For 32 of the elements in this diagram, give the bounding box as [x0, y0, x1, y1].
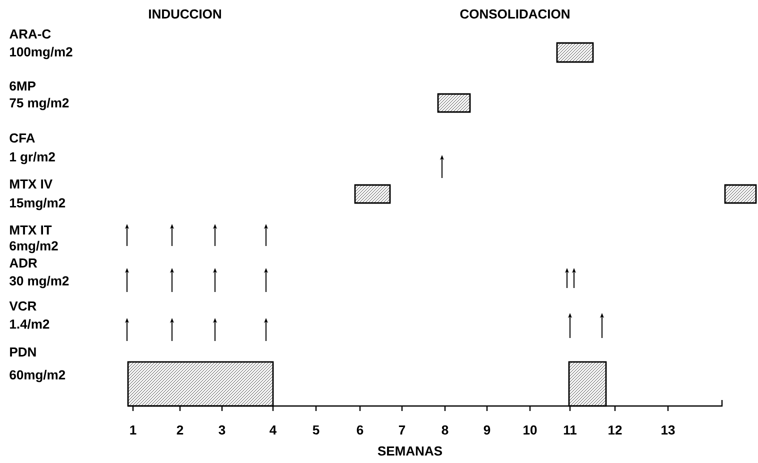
- drug-label: MTX IT: [10, 226, 52, 234]
- tick-label: 12: [608, 425, 622, 435]
- tick-label: 5: [312, 425, 320, 435]
- tick-label: 10: [524, 425, 537, 435]
- axis-title: SEMANAS: [378, 446, 442, 456]
- tick-label: 9: [484, 425, 490, 435]
- dose-label: 30 mg/m2: [10, 276, 69, 288]
- tick-label: 11: [564, 426, 576, 434]
- dose-label: 15mg/m2: [10, 198, 66, 210]
- drug-label: CFA: [10, 133, 35, 143]
- drug-label: MTX IV: [10, 180, 52, 188]
- drug-label: ARA-C: [10, 29, 51, 39]
- drug-label: PDN: [10, 348, 36, 356]
- drug-label: ADR: [10, 258, 38, 268]
- tick-label: 3: [218, 425, 226, 435]
- dose-label: 100mg/m2: [10, 46, 72, 60]
- dose-label: 1 gr/m2: [10, 152, 55, 164]
- tick-label: 8: [442, 425, 448, 435]
- dose-label: 6mg/m2: [10, 240, 58, 254]
- phase-heading: CONSOLIDACION: [460, 9, 570, 19]
- tick-label: 7: [398, 426, 406, 434]
- phase-heading: INDUCCION: [149, 9, 221, 19]
- drug-label: VCR: [9, 301, 36, 311]
- tick-label: 13: [662, 425, 675, 435]
- tick-label: 1: [130, 426, 136, 434]
- tick-label: 4: [270, 426, 277, 434]
- tick-label: 6: [356, 425, 364, 435]
- dose-label: 1.4/m2: [10, 319, 50, 329]
- tick-label: 2: [176, 425, 184, 435]
- dose-label: 60mg/m2: [10, 370, 66, 382]
- dose-label: 75 mg/m2: [10, 98, 69, 110]
- drug-label: 6MP: [10, 81, 36, 91]
